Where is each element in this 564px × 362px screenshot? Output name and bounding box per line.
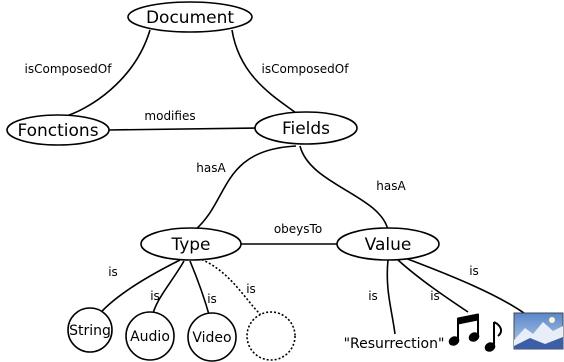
edge-label-fonctions-fields: modifies xyxy=(144,109,195,123)
edge-label-doc-fonctions: isComposedOf xyxy=(25,62,113,76)
edge-label-fields-type: hasA xyxy=(196,161,226,175)
fonctions-label: Fonctions xyxy=(17,121,98,141)
unknown-type-node xyxy=(246,311,296,361)
edge-label-value-image: is xyxy=(469,264,479,278)
node-shapes xyxy=(6,1,440,362)
edge-doc-fields xyxy=(231,29,301,117)
document-node xyxy=(127,1,253,33)
edge-label-type-other: is xyxy=(246,282,256,296)
edge-fields-type xyxy=(194,145,297,231)
edge-doc-fonctions xyxy=(59,29,151,119)
fields-label: Fields xyxy=(282,119,330,139)
edge-fields-value xyxy=(299,145,389,231)
type-label: Type xyxy=(170,235,210,255)
video-node xyxy=(187,312,237,362)
edge-label-doc-fields: isComposedOf xyxy=(262,62,350,76)
fonctions-node xyxy=(6,114,110,146)
type-node xyxy=(140,227,242,261)
edge-value-music xyxy=(397,259,469,313)
value-label: Value xyxy=(365,235,412,255)
fields-node xyxy=(254,111,358,145)
string-label: String xyxy=(69,323,111,339)
video-label: Video xyxy=(192,330,231,346)
landscape-image-icon xyxy=(513,312,564,350)
edge-label-type-video: is xyxy=(207,292,217,306)
resurrection-label: "Resurrection" xyxy=(344,336,445,352)
edge-type-video xyxy=(189,260,211,319)
edge-label-value-resurrection: is xyxy=(368,289,378,303)
edge-value-resurrection xyxy=(386,259,396,335)
edge-label-value-music: is xyxy=(430,289,440,303)
edge-fonctions-fields xyxy=(107,127,257,131)
music-notes-icon xyxy=(448,313,503,352)
value-node xyxy=(336,227,440,261)
audio-label: Audio xyxy=(130,329,170,345)
edge-label-type-value: obeysTo xyxy=(274,222,322,236)
string-node xyxy=(67,307,113,353)
edge-label-type-string: is xyxy=(108,265,118,279)
document-label: Document xyxy=(146,8,234,28)
edge-label-fields-value: hasA xyxy=(376,179,406,193)
edge-value-image xyxy=(404,257,529,317)
edge-label-type-audio: is xyxy=(150,289,160,303)
audio-node xyxy=(125,311,175,361)
edges xyxy=(59,29,529,335)
edge-type-other xyxy=(197,257,263,317)
